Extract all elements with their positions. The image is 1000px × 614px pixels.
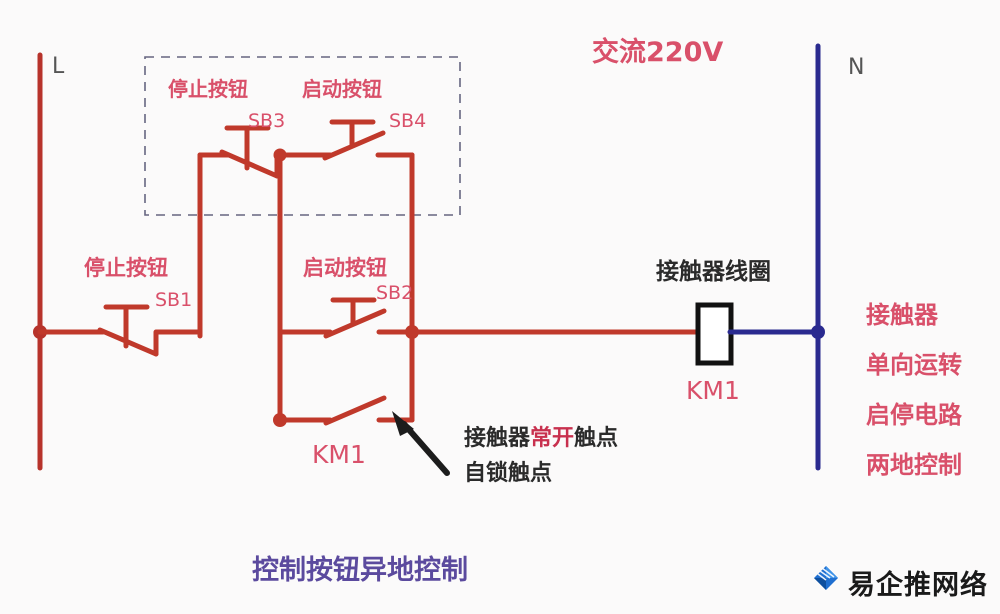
selflock-tag: KM1	[312, 440, 366, 469]
remote-start-button-label: 启动按钮	[302, 77, 382, 101]
watermark: 易企推网络	[806, 557, 996, 607]
coil-tag: KM1	[686, 376, 740, 405]
selflock-annotation-suffix: 触点	[574, 426, 619, 451]
selflock-annotation-line1: 接触器常开触点	[464, 428, 618, 450]
diamond-logo-icon	[814, 566, 838, 590]
remote-start-button-tag: SB4	[389, 110, 427, 132]
right-note-3: 两地控制	[866, 451, 962, 479]
selflock-annotation-prefix: 接触器	[464, 426, 531, 451]
local-start-button-tag: SB2	[376, 282, 414, 304]
watermark-text: 易企推网络	[848, 569, 988, 601]
km1-aux-blade	[323, 395, 387, 426]
remote-stop-button-tag: SB3	[248, 110, 286, 132]
right-note-2: 启停电路	[866, 401, 962, 429]
local-stop-button-label: 停止按钮	[84, 256, 168, 280]
supply-voltage-label: 交流220V	[592, 37, 724, 68]
junction-N-rail	[811, 325, 825, 339]
bottom-caption: 控制按钮异地控制	[252, 555, 468, 586]
coil-label: 接触器线圈	[656, 259, 771, 285]
junction-remote-mid	[273, 148, 287, 162]
km1-coil-symbol	[695, 302, 734, 366]
right-note-1: 单向运转	[866, 351, 962, 379]
terminal-label-L: L	[52, 54, 65, 79]
remote-stop-button-label: 停止按钮	[168, 77, 248, 101]
remote-station-dashed-box	[144, 56, 461, 216]
sb1-right-lead	[153, 329, 203, 357]
right-note-0: 接触器	[866, 301, 938, 329]
selflock-annotation-highlight: 常开	[530, 426, 575, 451]
local-stop-button-tag: SB1	[155, 289, 193, 311]
selflock-annotation-line2: 自锁触点	[464, 461, 553, 486]
terminal-label-N: N	[848, 55, 865, 80]
local-start-button-label: 启动按钮	[303, 256, 387, 280]
selflock-annotation-arrow	[392, 411, 450, 476]
